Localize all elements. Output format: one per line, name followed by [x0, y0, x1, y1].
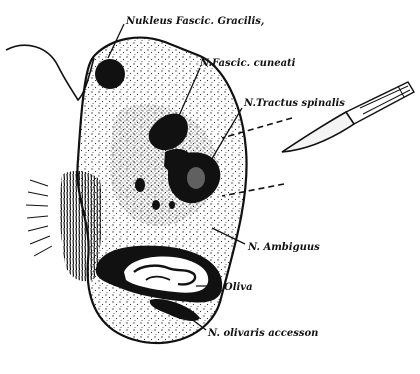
nucleus-gracilis-mark: [95, 59, 125, 89]
label-n-olivaris-accesson: N. olivaris accesson: [207, 328, 318, 339]
raphe-hatching: [60, 171, 102, 281]
label-nukleus-fascic-gracilis: Nukleus Fascic. Gracilis,: [125, 16, 264, 27]
meningeal-outline: [6, 45, 94, 100]
label-n-tractus-spinalis: N.Tractus spinalis: [243, 98, 345, 109]
scalpel-icon: [282, 82, 414, 152]
label-oliva: Oliva: [224, 282, 253, 293]
label-n-ambiguus: N. Ambiguus: [247, 242, 320, 253]
label-n-fascic-cuneati: N.Fascic. cuneati: [199, 58, 296, 69]
